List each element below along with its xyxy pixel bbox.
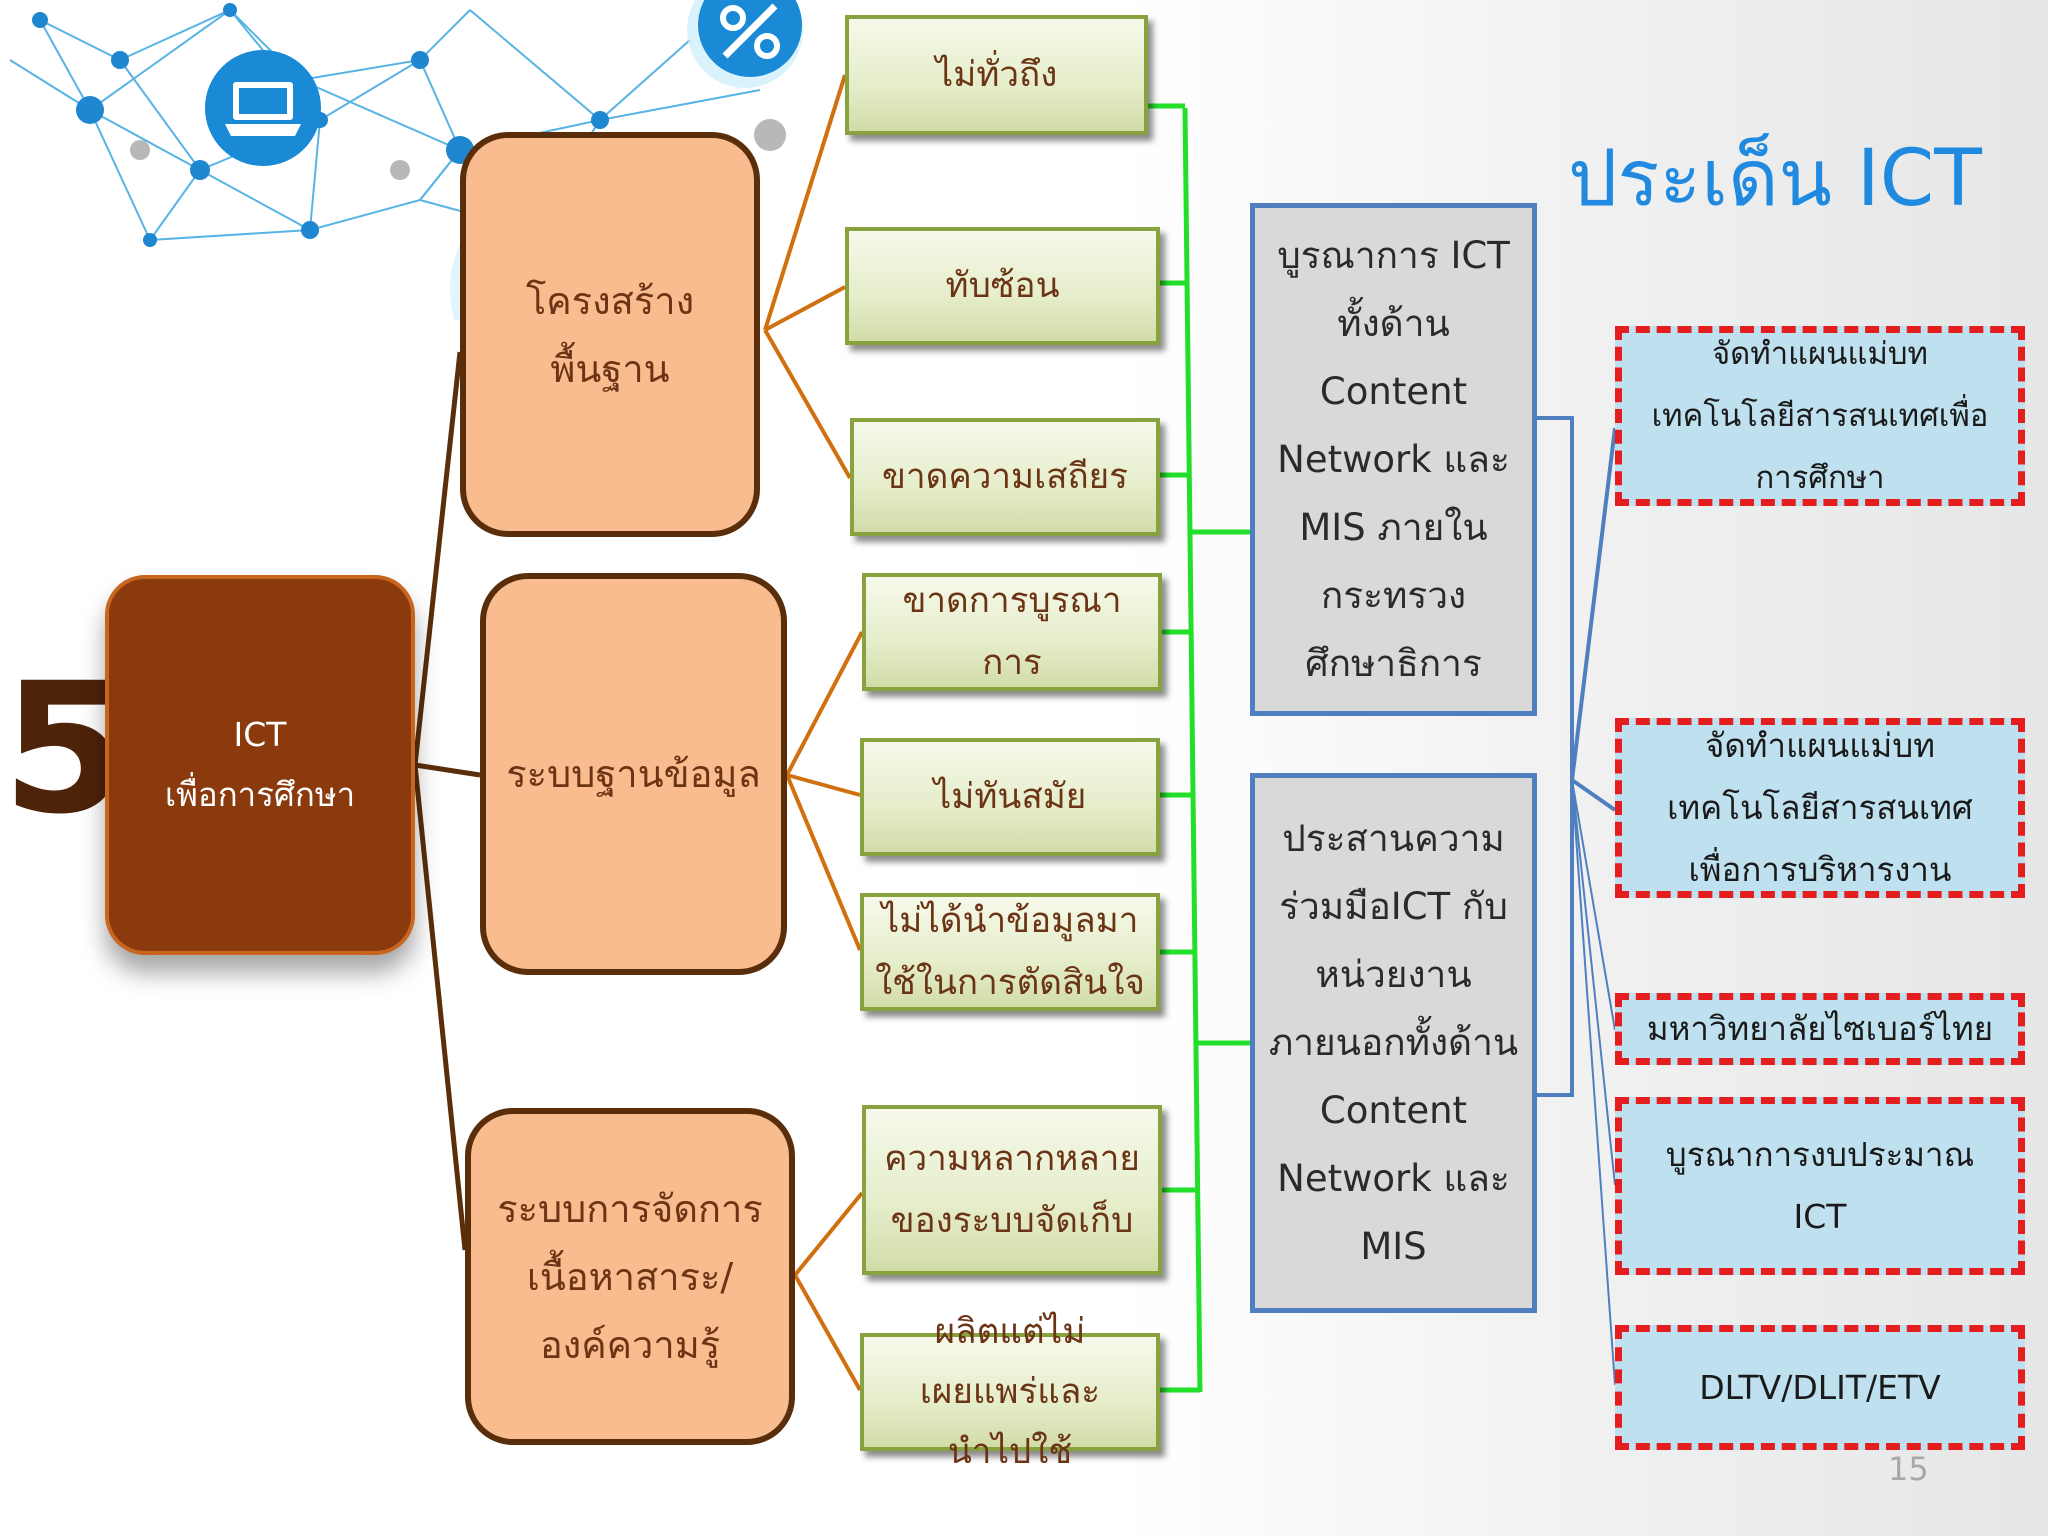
solution-line: ประสานความ — [1282, 817, 1505, 860]
action-box: มหาวิทยาลัยไซเบอร์ไทย — [1615, 993, 2025, 1065]
solution-internal-integration: บูรณาการ ICT ทั้งด้าน Content Network แล… — [1250, 203, 1537, 716]
action-box: DLTV/DLIT/ETV — [1615, 1325, 2025, 1450]
connector-bracket-act1 — [1570, 427, 1617, 781]
issue-line: ไม่ทั่วถึง — [935, 55, 1058, 95]
category-database: ระบบฐานข้อมูล — [480, 573, 787, 975]
issue-line: นำไปใช้ — [947, 1432, 1073, 1472]
connector-cat2-issue6 — [785, 774, 862, 951]
category-content-management: ระบบการจัดการ เนื้อหาสาระ/ องค์ความรู้ — [465, 1108, 795, 1445]
root-label-line2: เพื่อการศึกษา — [164, 775, 356, 814]
solution-line: MIS — [1360, 1225, 1427, 1268]
category-line: ระบบฐานข้อมูล — [506, 752, 761, 796]
issue-line: ความหลากหลาย — [884, 1139, 1140, 1179]
action-line: เพื่อการบริหารงาน — [1688, 850, 1952, 889]
solution-line: หน่วยงาน — [1315, 953, 1472, 996]
solution-line: บูรณาการ ICT — [1277, 233, 1510, 277]
solution-external-cooperation: ประสานความ ร่วมมือICT กับ หน่วยงาน ภายนอ… — [1250, 773, 1537, 1313]
solution-line: ร่วมมือICT กับ — [1279, 885, 1508, 928]
issue-box: ไม่ทั่วถึง — [845, 15, 1148, 135]
issue-line: ของระบบจัดเก็บ — [890, 1201, 1134, 1241]
action-line: จัดทำแผนแม่บท — [1705, 726, 1935, 765]
connector-bracket-act4 — [1571, 779, 1616, 1186]
category-line: เนื้อหาสาระ/ — [526, 1254, 734, 1299]
issue-box: ผลิตแต่ไม่ เผยแพร่และ นำไปใช้ — [860, 1312, 1160, 1472]
issue-box: ขาดความเสถียร — [850, 418, 1160, 536]
category-line: โครงสร้าง — [525, 278, 695, 323]
action-box: จัดทำแผนแม่บท เทคโนโลยีสารสนเทศเพื่อ การ… — [1615, 326, 2025, 506]
connector-cat1-issue1 — [763, 74, 847, 331]
connector-root-cat1 — [412, 351, 463, 766]
connector-bracket-act2 — [1570, 778, 1617, 812]
green-bus — [1182, 107, 1203, 1393]
category-infrastructure: โครงสร้าง พื้นฐาน — [460, 132, 760, 537]
action-line: การศึกษา — [1755, 460, 1885, 496]
issue-line: ทับซ้อน — [945, 266, 1060, 306]
slide-title: ประเด็น ICT — [1568, 134, 1982, 224]
action-box: จัดทำแผนแม่บท เทคโนโลยีสารสนเทศ เพื่อการ… — [1615, 718, 2025, 898]
connector-cat2-issue5 — [786, 773, 861, 797]
issue-box: ไม่ได้นำข้อมูลมา ใช้ในการตัดสินใจ — [860, 893, 1160, 1011]
category-line: ระบบการจัดการ — [497, 1186, 763, 1231]
action-line: เทคโนโลยีสารสนเทศ — [1667, 788, 1973, 827]
action-line: บูรณาการงบประมาณ — [1665, 1135, 1975, 1174]
solution-line: Network และ — [1277, 1157, 1510, 1200]
action-line: เทคโนโลยีสารสนเทศเพื่อ — [1651, 398, 1989, 434]
issue-line: การ — [982, 643, 1042, 683]
category-line: พื้นฐาน — [550, 346, 670, 391]
solution-line: ภายนอกทั้งด้าน — [1268, 1021, 1519, 1064]
connector-bracket-act5 — [1571, 779, 1616, 1386]
action-line: มหาวิทยาลัยไซเบอร์ไทย — [1646, 1009, 1994, 1048]
connector-bracket-act3 — [1571, 779, 1616, 1031]
issue-line: เผยแพร่และ — [919, 1372, 1101, 1412]
issue-box: ทับซ้อน — [845, 227, 1160, 345]
issue-line: ขาดความเสถียร — [882, 457, 1128, 497]
connector-cat3-issue8 — [793, 1274, 862, 1391]
issue-box: ไม่ทันสมัย — [860, 738, 1160, 856]
solution-line: กระทรวง — [1320, 573, 1467, 617]
action-line: DLTV/DLIT/ETV — [1699, 1367, 1941, 1407]
laptop-icon — [205, 50, 321, 166]
root-label-line1: ICT — [233, 715, 287, 754]
issue-line: ไม่ทันสมัย — [933, 777, 1087, 817]
action-line: ICT — [1793, 1197, 1847, 1236]
connector-cat1-issue3 — [763, 329, 852, 479]
solution-line: Content — [1319, 1089, 1468, 1132]
solution-line: Network และ — [1277, 437, 1510, 481]
root-node: ICT เพื่อการศึกษา — [105, 575, 415, 955]
connector-cat2-issue4 — [785, 631, 864, 776]
category-line: องค์ความรู้ — [539, 1322, 721, 1367]
solution-line: ทั้งด้าน — [1337, 301, 1450, 345]
solution-line: ศึกษาธิการ — [1305, 641, 1482, 685]
solution-line: MIS ภายใน — [1299, 505, 1488, 549]
connector-root-cat3 — [412, 764, 468, 1251]
blue-bracket — [1537, 416, 1574, 1097]
issue-line: ผลิตแต่ไม่ — [934, 1312, 1086, 1352]
action-box: บูรณาการงบประมาณ ICT — [1615, 1097, 2025, 1275]
issue-line: ใช้ในการตัดสินใจ — [875, 963, 1145, 1003]
issue-box: ความหลากหลาย ของระบบจัดเก็บ — [862, 1105, 1162, 1275]
connector-cat3-issue7 — [793, 1191, 864, 1277]
connector-root-cat2 — [414, 762, 481, 778]
solution-line: Content — [1319, 369, 1468, 413]
issue-line: ขาดการบูรณา — [902, 581, 1122, 621]
issue-line: ไม่ได้นำข้อมูลมา — [881, 901, 1139, 941]
issue-box: ขาดการบูรณา การ — [862, 573, 1162, 691]
action-line: จัดทำแผนแม่บท — [1711, 336, 1928, 372]
connector-cat1-issue2 — [764, 285, 846, 332]
page-number: 15 — [1888, 1450, 1929, 1488]
percent-icon — [698, 0, 802, 77]
